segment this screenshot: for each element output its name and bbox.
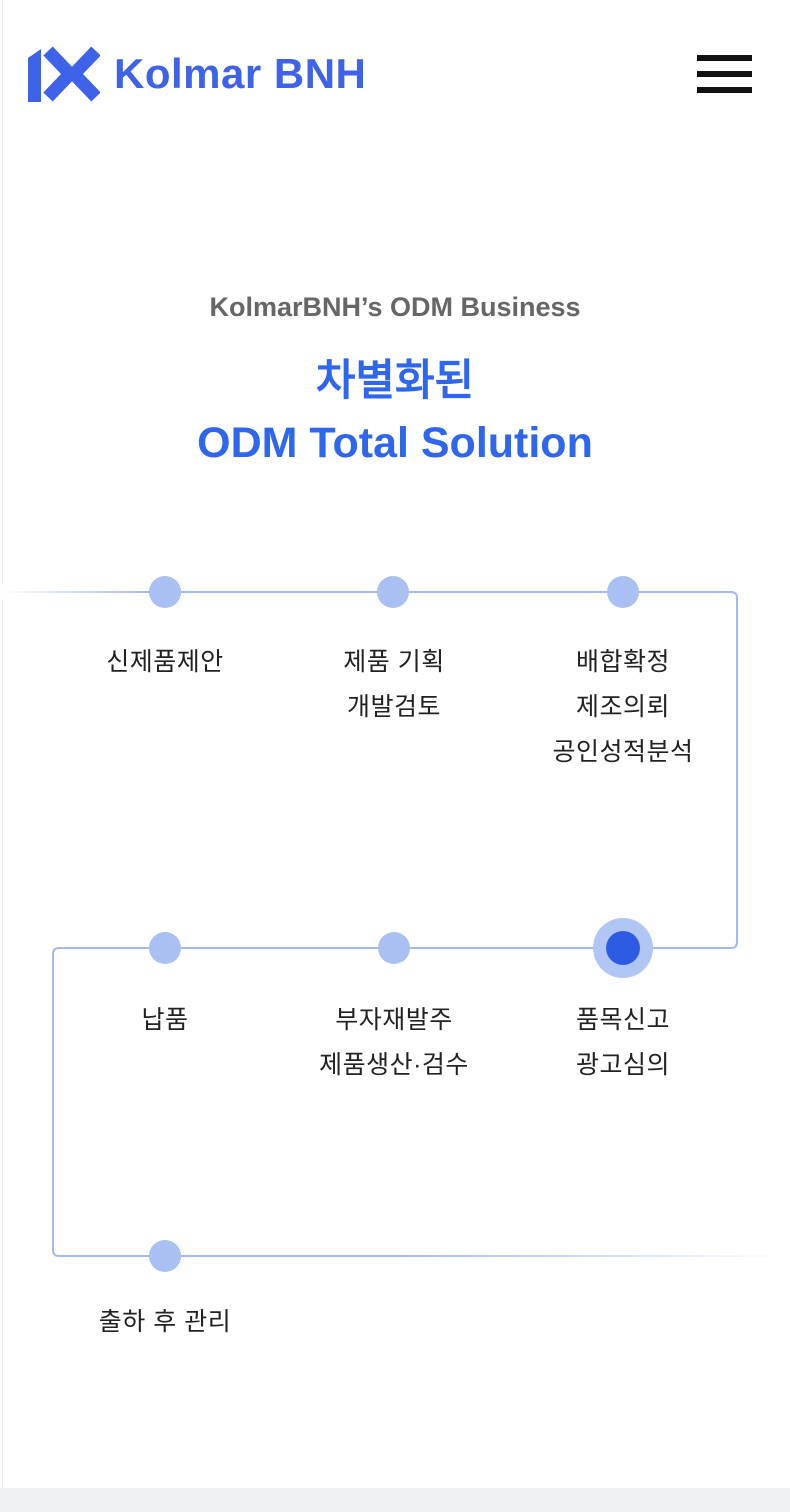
step-label-line: 배합확정 [575,648,670,676]
hamburger-bar [697,55,752,61]
process-step-2: 제품 기획 개발검토 [274,640,514,730]
process-step-3: 배합확정 제조의뢰 공인성적분석 [503,640,743,775]
process-node-dot-1 [149,576,181,608]
process-node-dot-4-active [606,931,640,965]
logo[interactable]: Kolmar BNH [28,46,366,102]
step-label-line: 개발검토 [346,693,441,721]
process-node-dot-2 [377,576,409,608]
step-label-line: 품목신고 [575,1006,670,1034]
step-label-line: 납품 [141,1006,189,1034]
process-step-7: 출하 후 관리 [45,1300,285,1345]
step-label-line: 공인성적분석 [552,738,694,766]
step-label-line: 제조의뢰 [575,693,670,721]
hamburger-bar [697,87,752,93]
process-step-1: 신제품제안 [45,640,285,685]
step-label-line: 제품 기획 [343,648,445,676]
kolmar-logo-icon [28,46,100,102]
footer-strip [0,1488,790,1512]
hamburger-menu-icon[interactable] [697,55,752,93]
section-subtitle: KolmarBNH’s ODM Business [209,292,581,322]
page-left-edge-divider [2,0,3,1512]
connector-fade-left [0,584,150,600]
section-title-line-2: ODM Total Solution [197,419,593,467]
header: Kolmar BNH [0,0,790,146]
step-label-line: 제품생산·검수 [319,1051,469,1079]
section-title: 차별화된 ODM Total Solution [0,350,790,474]
process-step-5: 부자재발주 제품생산·검수 [274,998,514,1088]
process-step-4: 품목신고 광고심의 [503,998,743,1088]
process-step-6: 납품 [45,998,285,1043]
process-node-dot-6 [149,932,181,964]
step-label-line: 신제품제안 [106,648,224,676]
section-title-line-1: 차별화된 [315,357,475,405]
step-label-line: 광고심의 [575,1051,670,1079]
hamburger-bar [697,71,752,77]
process-node-dot-3 [607,576,639,608]
logo-text: Kolmar BNH [114,50,367,97]
connector-fade-right [400,1248,790,1264]
process-node-dot-7 [149,1240,181,1272]
step-label-line: 출하 후 관리 [98,1308,232,1336]
process-node-dot-5 [378,932,410,964]
step-label-line: 부자재발주 [335,1006,453,1034]
